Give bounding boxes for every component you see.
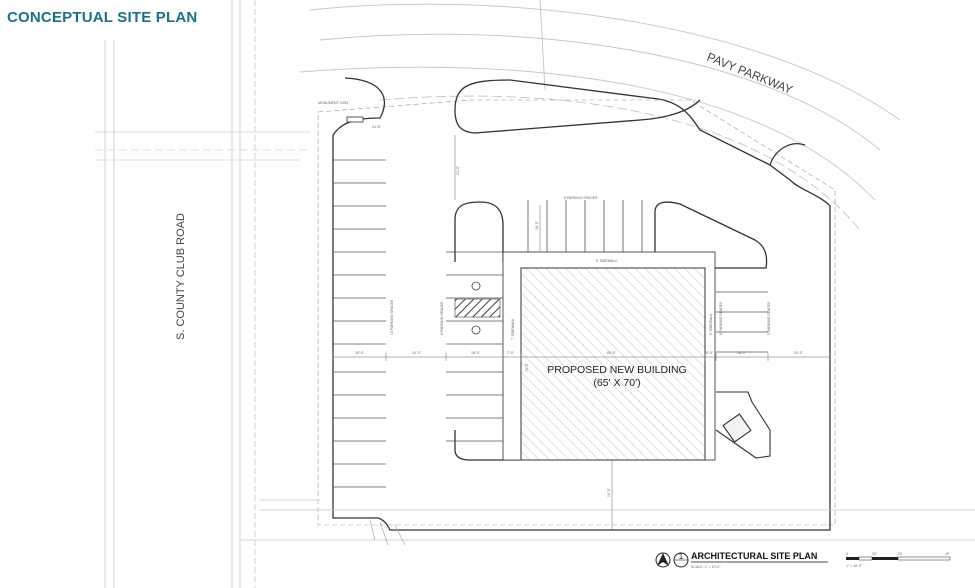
- parking-label-top: 8 PARKING SPACES: [564, 196, 598, 200]
- dim-24top: 24'-0": [372, 125, 382, 129]
- scale-20: 20': [898, 552, 903, 556]
- plan-number-badge: 1: [673, 552, 689, 568]
- building-footprint: [520, 267, 706, 461]
- sidewalk-label-right: 5' SIDEWALK: [709, 313, 713, 335]
- road-label-county-club: S. COUNTY CLUB ROAD: [175, 213, 187, 340]
- page-title: CONCEPTUAL SITE PLAN: [7, 9, 198, 26]
- vertical-dimension: [454, 135, 613, 530]
- entrance-mid-island: [454, 79, 771, 166]
- plan-scale: SCALE: 1" = 10'-0": [691, 565, 721, 569]
- east-west-road: [95, 131, 310, 161]
- dim-5: 5'-0": [706, 351, 714, 355]
- dim-7: 7'-0": [507, 351, 515, 355]
- left-parking-stalls: [333, 159, 386, 488]
- scale-bar: 0 10' 20' 40' 1" = 10'-0": [846, 552, 951, 568]
- sidewalk-label-left: 7' SIDEWALK: [511, 318, 515, 340]
- dumpster-enclosure: [715, 391, 771, 459]
- dim-70: 70'-0": [525, 362, 529, 372]
- county-club-road: [104, 0, 256, 588]
- north-arrow-icon: [655, 552, 671, 568]
- parking-label-right-a: 6 PARKING SPACES: [719, 301, 723, 335]
- entrance-mid-island-inner: [454, 99, 701, 134]
- parking-label-left: 10 PARKING SPACES: [390, 299, 394, 335]
- dim-18vert: 18'-0": [535, 220, 539, 230]
- center-island-bottom: [454, 430, 520, 461]
- bottom-edge: [240, 499, 975, 546]
- scale-10: 10': [872, 552, 877, 556]
- monument-sign-label: MONUMENT SIGN: [318, 101, 349, 105]
- site-curb-outline: [332, 135, 831, 531]
- sidewalk-label-top: 5' SIDEWALK: [596, 259, 618, 263]
- dim-24a: 24'-0": [412, 351, 422, 355]
- dim-18b: 18'-0": [471, 351, 481, 355]
- parking-label-right-b: 5 PARKING SPACES: [767, 301, 771, 335]
- accessible-parking: [454, 281, 501, 335]
- scale-40: 40': [945, 552, 950, 556]
- dim-24vert: 24'-0": [456, 165, 460, 175]
- dim-18a: 18'-0": [355, 351, 365, 355]
- dim-65: 65'-0": [607, 351, 617, 355]
- dim-18c: 18'-0": [737, 351, 747, 355]
- building-label: PROPOSED NEW BUILDING: [547, 364, 686, 376]
- top-parking-stalls: [527, 200, 643, 252]
- dim-24low: 24'-0": [607, 487, 611, 497]
- center-island-top: [454, 201, 504, 262]
- property-boundary: [317, 99, 836, 526]
- accessible-icon: [471, 325, 481, 335]
- scale-zero: 0: [846, 552, 848, 556]
- plan-title-block: 1 ARCHITECTURAL SITE PLAN SCALE: 1" = 10…: [655, 551, 828, 569]
- right-parking-stalls: [716, 291, 768, 353]
- plan-title: ARCHITECTURAL SITE PLAN: [691, 551, 817, 561]
- road-label-parkway: PAVY PARKWAY: [705, 50, 795, 97]
- entrance-left-curb: [332, 77, 386, 136]
- building-size: (65' X 70'): [593, 377, 640, 389]
- plan-number: 1: [679, 552, 684, 561]
- horizontal-dimension: [332, 353, 831, 361]
- parking-label-mid: 8 PARKING SPACES: [440, 301, 444, 335]
- center-parking-stalls: [446, 251, 503, 442]
- monument-sign: [346, 116, 364, 123]
- pavy-parkway-curves: [299, 0, 901, 231]
- accessible-icon: [471, 281, 481, 291]
- right-island-top: [654, 201, 768, 269]
- entrance-right-curb: [769, 143, 806, 166]
- scale-note: 1" = 10'-0": [846, 564, 863, 568]
- dim-24b: 24'-0": [794, 351, 804, 355]
